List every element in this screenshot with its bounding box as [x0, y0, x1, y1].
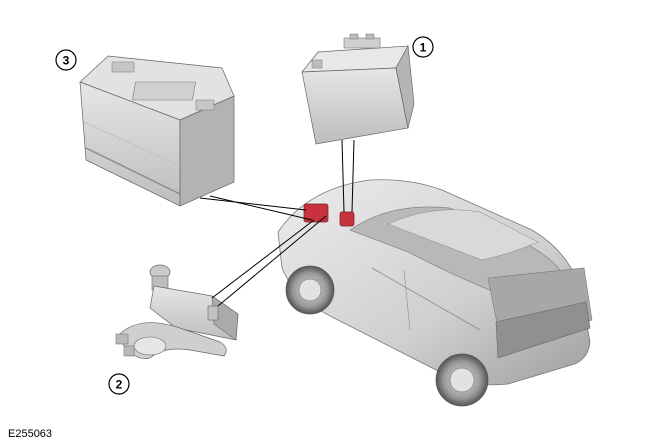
callout-2: 2: [109, 374, 129, 394]
module-location-highlight: [340, 212, 354, 226]
callout-2-label: 2: [116, 378, 123, 392]
callout-1-label: 1: [420, 41, 427, 55]
callout-1: 1: [413, 37, 433, 57]
battery-sensor: [116, 265, 238, 359]
callout-3: 3: [56, 50, 76, 70]
callout-3-label: 3: [63, 54, 70, 68]
vehicle: [278, 180, 592, 406]
auxiliary-module: [302, 34, 414, 144]
figure-id: E255063: [8, 428, 52, 440]
main-battery: [80, 56, 234, 206]
